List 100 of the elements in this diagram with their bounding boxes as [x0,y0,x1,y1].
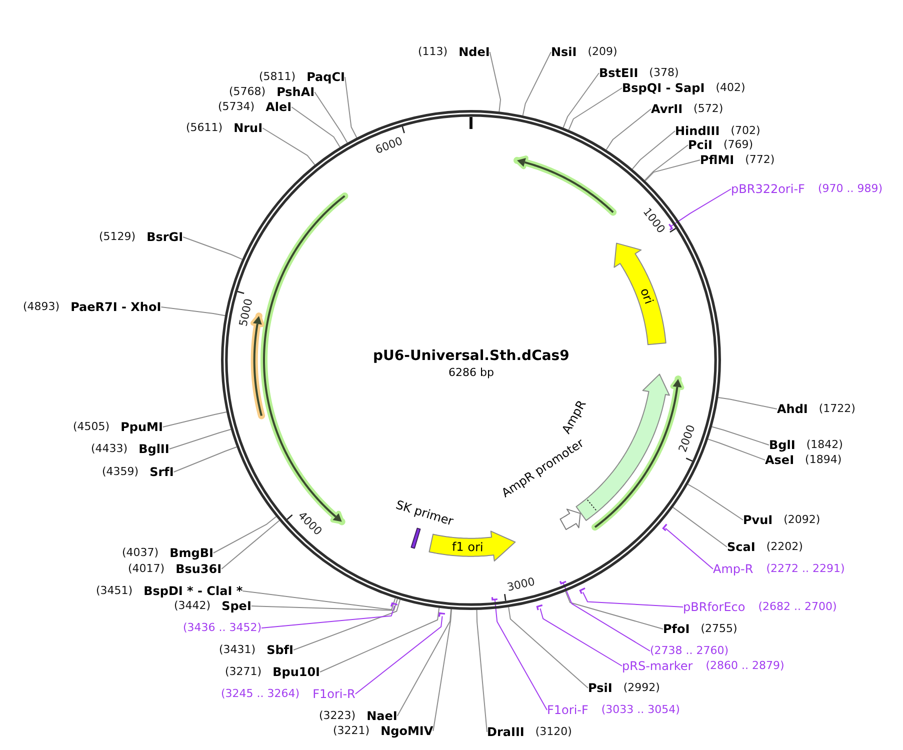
enzyme-name: BmgBI [170,546,214,560]
enzyme-name: BglI [769,438,796,452]
cut-site-position: (1842) [806,438,843,452]
enzyme-name: PpuMI [120,420,163,434]
enzyme-name: AleI [266,100,292,114]
cut-site-position: (772) [745,153,775,167]
leader-line [396,608,452,716]
primer-site-mark [438,612,446,618]
cut-site-position: (5611) [186,121,223,135]
cut-site-position: (4433) [91,442,128,456]
enzyme-name: DraIII [487,725,524,739]
leader-line [508,606,588,688]
leader-line [718,396,778,410]
primer-binding-range: (2860 .. 2879) [706,659,784,673]
primer-site-mark [578,587,586,596]
primer-site-mark [662,523,668,532]
plasmid-name: pU6-Universal.Sth.dCas9 [373,348,570,364]
primer-site-mark [536,604,544,612]
enzyme-name: BsrGI [146,230,184,244]
leader-line [711,426,770,446]
cut-site-position: (402) [716,81,746,95]
cut-site-position: (5768) [229,85,266,99]
cut-site-position: (3223) [319,709,356,723]
feature-label: f1 ori [452,540,484,554]
leader-line [182,236,243,260]
cut-site-position: (1722) [818,402,856,416]
cut-site-position: (4893) [23,300,60,314]
leader-line [242,590,396,610]
enzyme-name: PvuI [743,513,773,527]
cut-site-position: (4505) [73,420,110,434]
leader-line [344,76,358,138]
leader-line [540,608,622,666]
cut-site-position: (5129) [99,230,136,244]
primer-binding-range: (2272 .. 2291) [766,562,845,576]
primer-name: F1ori-R [312,687,356,701]
cut-site-position: (2202) [766,540,803,554]
leader-line [632,130,676,170]
primer-site-mark [390,602,400,608]
cut-site-position: (2755) [700,622,738,636]
enzyme-name: BglII [138,442,170,456]
primer-name: Amp-R [713,562,754,576]
scale-number: 6000 [374,134,404,156]
cut-site-position: (209) [588,45,618,59]
cut-site-position: (5811) [259,70,296,84]
leader-line [670,188,732,227]
orf-arrow [512,154,617,216]
leader-line [261,605,395,628]
leader-line [314,92,348,144]
leader-line [168,428,232,450]
primer-binding-range: (2682 .. 2700) [758,600,837,614]
enzyme-name: SpeI [222,599,252,613]
cut-site-position: (3120) [535,725,572,739]
leader-line [262,128,316,166]
leader-line [687,484,744,520]
enzyme-name: PshAI [276,85,315,99]
cut-site-position: (572) [694,102,724,116]
cut-site-position: (3442) [174,599,211,613]
scale-number: 5000 [236,298,256,328]
cut-site-position: (4017) [128,562,165,576]
leader-line [221,520,280,570]
cut-site-position: (2992) [623,681,660,695]
feature-label: ori [637,286,656,306]
enzyme-name: SbfI [266,643,294,657]
feature-label: SK primer [394,498,455,528]
primer-binding-range: (3245 .. 3264) [221,687,300,701]
enzyme-name: Bpu10I [272,665,320,679]
leader-line [291,106,340,148]
leader-line [644,160,700,182]
primer-binding-range: (970 .. 989) [818,182,882,196]
cut-site-position: (5734) [218,100,255,114]
enzyme-name: SrfI [150,465,174,479]
leader-line [293,599,401,650]
enzyme-name: NaeI [366,709,398,723]
leader-line [212,516,277,554]
scale-number: 3000 [506,574,537,594]
leader-line [664,528,714,570]
leader-line [582,592,684,608]
enzyme-name: AvrII [651,102,683,116]
leader-line [672,506,728,548]
cut-site-position: (3221) [333,724,370,738]
enzyme-name: AseI [765,453,794,467]
leader-line [562,582,650,652]
primer-name: pBR322ori-F [731,182,805,196]
primer-name: pBRforEco [683,600,746,614]
enzyme-name: NsiI [551,45,577,59]
enzyme-name: PaeR7I - XhoI [70,300,162,314]
leader-line [354,616,443,694]
cut-site-position: (1894) [805,453,842,467]
enzyme-name: PsiI [588,681,612,695]
enzyme-name: NdeI [458,45,490,59]
cut-site-position: (4359) [102,465,139,479]
cut-site-position: (3451) [96,584,133,598]
leader-line [644,144,688,181]
primer-site-mark [668,222,674,230]
leader-line [708,438,766,460]
enzyme-name: Bsu36I [176,562,222,576]
enzyme-name: PfoI [663,622,690,636]
scale-number: 2000 [676,424,698,454]
primer-binding-range: (3033 .. 3054) [601,703,680,717]
cut-site-position: (3271) [225,665,262,679]
